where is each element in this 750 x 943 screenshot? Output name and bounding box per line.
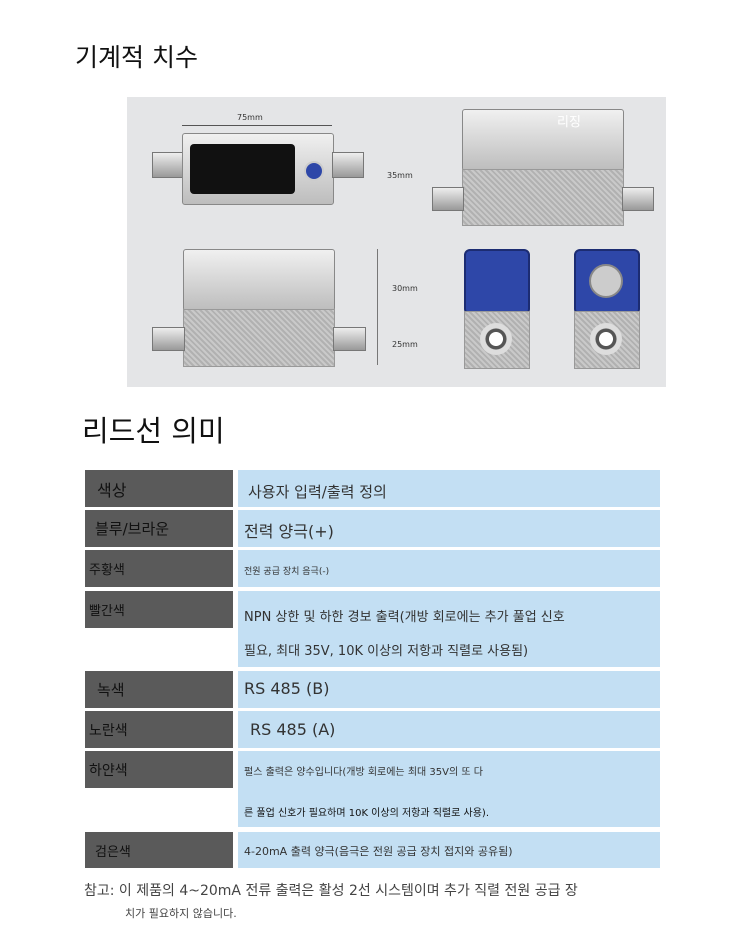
meaning-line: NPN 상한 및 하한 경보 출력(개방 회로에는 추가 풀업 신호 bbox=[244, 610, 565, 625]
table-row: 주황색 전원 공급 장치 음극(-) bbox=[85, 550, 660, 587]
meaning-line: 펄스 출력은 양수입니다(개방 회로에는 최대 35V의 또 다 bbox=[244, 767, 483, 778]
knob-icon bbox=[304, 161, 324, 181]
base-height-label: 25mm bbox=[392, 340, 418, 349]
sensor-iso-base bbox=[462, 169, 624, 226]
note-text: 참고: 이 제품의 4~20mA 전류 출력은 활성 2선 시스템이며 추가 직… bbox=[84, 883, 578, 899]
sensor-side-base bbox=[183, 309, 335, 367]
wire-meaning: 전원 공급 장치 음극(-) bbox=[238, 550, 660, 587]
wire-meaning: 4-20mA 출력 양극(음극은 전원 공급 장치 접지와 공유됨) bbox=[238, 832, 660, 868]
wire-color: 주황색 bbox=[85, 550, 233, 587]
display-screen bbox=[190, 144, 295, 194]
brand-label: 리징 bbox=[557, 115, 581, 130]
wire-color: 블루/브라운 bbox=[85, 510, 233, 547]
table-header-row: 색상 사용자 입력/출력 정의 bbox=[85, 470, 660, 507]
port-icon bbox=[590, 323, 622, 355]
wire-color: 노란색 bbox=[85, 711, 233, 748]
port-icon bbox=[480, 323, 512, 355]
fitting bbox=[152, 327, 185, 351]
sensor-side-top bbox=[183, 249, 335, 311]
fitting bbox=[622, 187, 654, 211]
wire-meaning: 전력 양극(+) bbox=[238, 510, 660, 547]
wire-color: 하얀색 bbox=[85, 751, 233, 788]
top-height-label: 30mm bbox=[392, 284, 418, 293]
fitting bbox=[333, 327, 366, 351]
table-row: 검은색 4-20mA 출력 양극(음극은 전원 공급 장치 접지와 공유됨) bbox=[85, 832, 660, 868]
fitting bbox=[432, 187, 464, 211]
wire-color: 빨간색 bbox=[85, 591, 233, 628]
section-title-lead-wires: 리드선 의미 bbox=[82, 414, 225, 448]
wire-meaning: RS 485 (B) bbox=[238, 671, 660, 708]
meaning-line: 른 풀업 신호가 필요하며 10K 이상의 저항과 직렬로 사용). bbox=[244, 808, 489, 819]
header-meaning: 사용자 입력/출력 정의 bbox=[238, 470, 660, 507]
wire-meaning: RS 485 (A) bbox=[238, 711, 660, 748]
fitting-right bbox=[332, 152, 364, 178]
dimension-figure: 75mm 35mm 리징 30mm 25mm bbox=[127, 97, 666, 387]
header-color: 색상 bbox=[85, 470, 233, 507]
wire-color: 검은색 bbox=[85, 832, 233, 868]
table-row: 노란색 RS 485 (A) bbox=[85, 711, 660, 748]
section-title-mechanical-dimensions: 기계적 치수 bbox=[75, 43, 198, 72]
fitting-left bbox=[152, 152, 184, 178]
table-row: 블루/브라운 전력 양극(+) bbox=[85, 510, 660, 547]
meaning-line: 필요, 최대 35V, 10K 이상의 저항과 직렬로 사용됨) bbox=[244, 644, 529, 659]
connector-icon bbox=[589, 264, 623, 298]
width-dimension-label: 75mm bbox=[237, 113, 263, 122]
table-row: 녹색 RS 485 (B) bbox=[85, 671, 660, 708]
end-view-blue-cap bbox=[464, 249, 530, 315]
height-dimension-label: 35mm bbox=[387, 171, 413, 180]
wire-color: 녹색 bbox=[85, 671, 233, 708]
sensor-iso-top bbox=[462, 109, 624, 171]
note-text-continued: 치가 필요하지 않습니다. bbox=[125, 907, 237, 920]
